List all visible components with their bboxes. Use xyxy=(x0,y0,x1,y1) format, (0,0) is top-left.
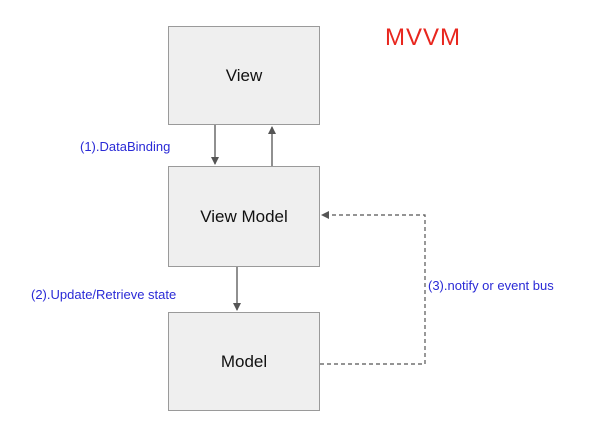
update-state-label: (2).Update/Retrieve state xyxy=(31,287,177,302)
view-box: View xyxy=(168,26,320,125)
diagram-title: MVVM xyxy=(385,24,461,51)
view-model-box: View Model xyxy=(168,166,320,267)
arrow-notify-event-bus xyxy=(320,211,426,365)
notify-label: (3).notify or event bus xyxy=(428,278,554,293)
view-box-label: View xyxy=(225,65,263,85)
view-model-box-label: View Model xyxy=(200,206,288,226)
databinding-label: (1).DataBinding xyxy=(80,139,171,154)
model-box: Model xyxy=(168,312,320,411)
model-box-label: Model xyxy=(220,351,268,371)
